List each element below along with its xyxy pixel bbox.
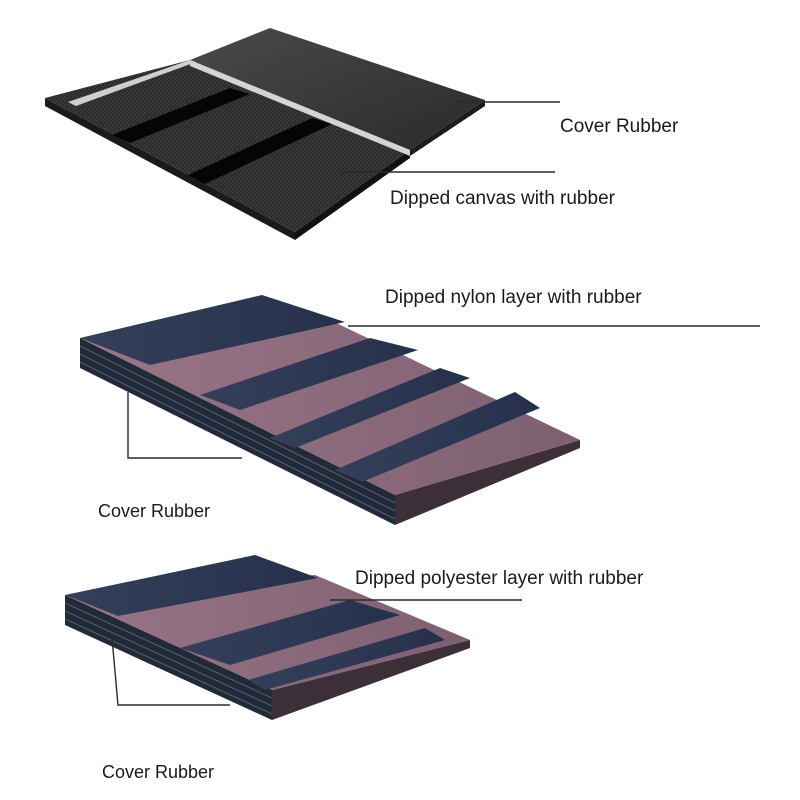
cover-rubber-edge (190, 60, 410, 156)
label-cover-rubber-3: Cover Rubber (102, 762, 214, 782)
polyester-cover-strip-1 (65, 555, 318, 616)
polyester-cover-strip-2 (180, 600, 400, 665)
nylon-layer (80, 320, 580, 495)
label-cover-rubber-1: Cover Rubber (560, 116, 679, 137)
nylon-cover-strip-1 (80, 295, 345, 365)
canvas-belt (45, 28, 485, 240)
canvas-belt-side (45, 98, 295, 240)
label-dipped-polyester: Dipped polyester layer with rubber (355, 568, 644, 589)
polyester-cover-strip-3 (248, 628, 445, 690)
cover-rubber-sheet (190, 28, 485, 150)
leader-cover-rubber-2 (127, 392, 242, 459)
polyester-belt-front (272, 640, 470, 720)
label-dipped-canvas: Dipped canvas with rubber (390, 188, 616, 209)
polyester-belt (64, 555, 470, 720)
label-dipped-nylon: Dipped nylon layer with rubber (385, 287, 642, 308)
canvas-layer (45, 60, 410, 232)
cover-rubber-highlight (68, 60, 196, 106)
nylon-belt (79, 295, 580, 525)
canvas-gap-2 (188, 118, 332, 184)
leader-cover-rubber-3 (111, 637, 230, 706)
nylon-belt-front (395, 440, 580, 525)
canvas-gap-1 (112, 88, 250, 143)
nylon-cover-strip-2 (200, 338, 418, 410)
nylon-cover-strip-4 (335, 392, 540, 482)
cover-rubber-thickness (410, 100, 485, 156)
nylon-cover-strip-3 (270, 368, 470, 448)
label-cover-rubber-2: Cover Rubber (98, 501, 210, 521)
